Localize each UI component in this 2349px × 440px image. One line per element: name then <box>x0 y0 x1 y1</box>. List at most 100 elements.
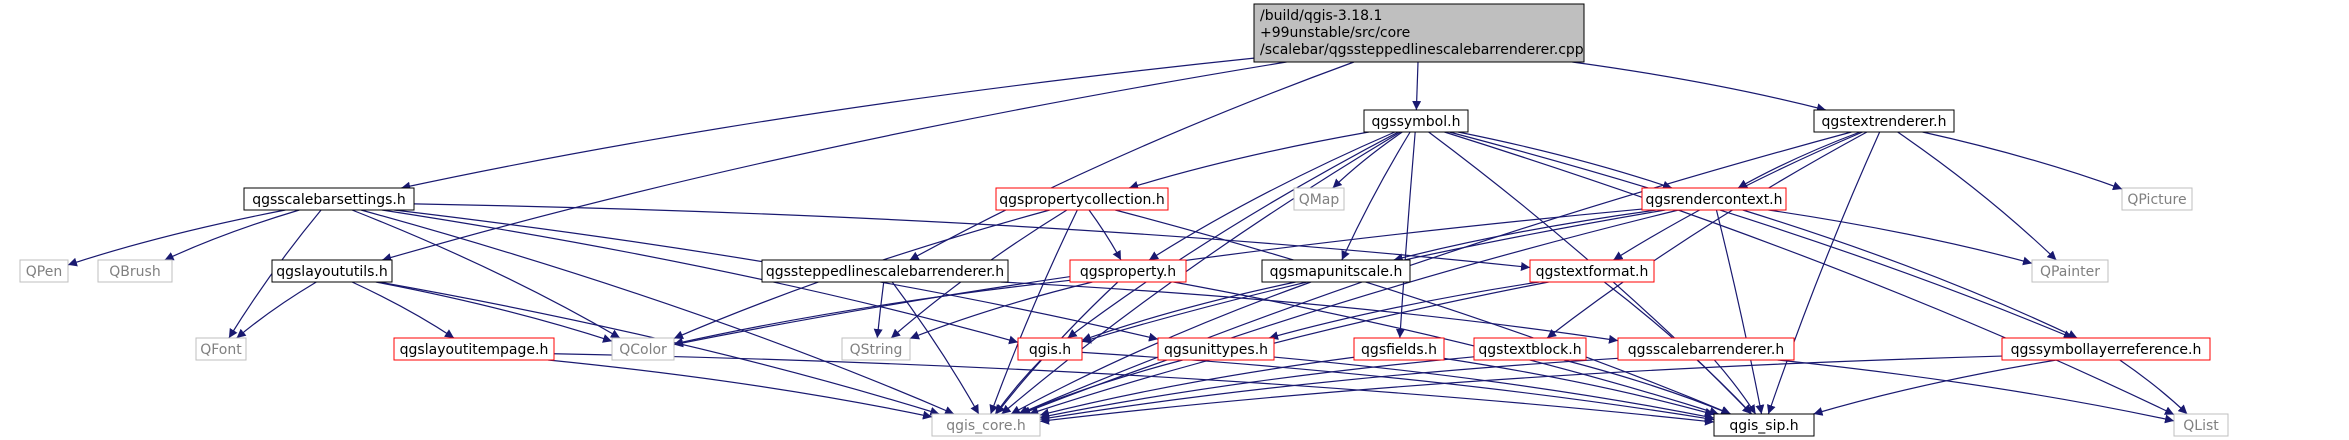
node-label-qgsrendercontext: qgsrendercontext.h <box>1645 192 1782 208</box>
edge-qgsunittypes-to-qgis_sip <box>1273 356 1715 421</box>
node-box-qgsunittypes <box>1157 337 1275 361</box>
node-qgstextformat[interactable]: qgstextformat.h <box>1529 259 1655 283</box>
edge-qgspropertycollection-to-qgis_sip <box>1115 209 1732 415</box>
edge-qgsrendercontext-to-qgssymbollayerreference <box>1742 209 2078 339</box>
node-label-qgsproperty: qgsproperty.h <box>1080 264 1176 280</box>
edge-qgssymbol-to-qgsfields <box>1395 131 1416 339</box>
node-qmap[interactable]: QMap <box>1293 187 1345 211</box>
node-qgstextrenderer[interactable]: qgstextrenderer.h <box>1813 109 1955 133</box>
node-qgis_sip[interactable]: qgis_sip.h <box>1713 413 1815 437</box>
edge-qgis-to-qgis_core <box>994 359 1042 415</box>
edge-root-to-qgsscalebarsettings <box>401 57 1255 191</box>
edge-qgsscalebarsettings-to-qgstextformat <box>413 203 1531 271</box>
node-qgssymbollayerreference[interactable]: qgssymbollayerreference.h <box>2001 337 2211 361</box>
node-qgslayoutitempage[interactable]: qgslayoutitempage.h <box>393 337 555 361</box>
edge-qgsfields-to-qgis_core <box>1039 356 1355 418</box>
edge-qgsscalebarsettings-to-qcolor <box>351 209 621 339</box>
node-qgsmapunitscale[interactable]: qgsmapunitscale.h <box>1261 259 1411 283</box>
edge-qgssymbol-to-qgsproperty <box>1148 131 1396 261</box>
node-label-qgsmapunitscale: qgsmapunitscale.h <box>1270 264 1403 280</box>
edge-qgstextblock-to-qgis_core <box>1039 356 1475 421</box>
node-label-line-0: /build/qgis-3.18.1 <box>1260 8 1382 24</box>
edge-root-to-qgstextrenderer <box>1572 61 1827 113</box>
node-qpainter[interactable]: QPainter <box>2031 259 2109 283</box>
node-label-qgslayoutitempage: qgslayoutitempage.h <box>400 342 549 358</box>
nodes-layer: /build/qgis-3.18.1+99unstable/src/core/s… <box>19 3 2229 437</box>
node-label-qfont: QFont <box>200 342 242 358</box>
edge-qgsrendercontext-to-qpainter <box>1768 209 2033 266</box>
edge-qgssteppedlinescalebarrenderer-to-qgsscalebarrenderer <box>1000 281 1619 344</box>
node-label-qgsscalebarrenderer: qgsscalebarrenderer.h <box>1628 342 1784 358</box>
node-box-qgsscalebarrenderer <box>1617 337 1795 361</box>
node-label-qgsscalebarsettings: qgsscalebarsettings.h <box>252 192 406 208</box>
node-qgsfields[interactable]: qgsfields.h <box>1353 337 1445 361</box>
node-qgsproperty[interactable]: qgsproperty.h <box>1069 259 1187 283</box>
edge-qgslayoututils-to-qfont <box>236 281 317 339</box>
node-qgis_core[interactable]: qgis_core.h <box>931 413 1041 437</box>
node-qlist[interactable]: QList <box>2173 413 2229 437</box>
edge-qgsproperty-to-qgis_sip <box>1173 281 1719 416</box>
node-label-qgssymbol: qgssymbol.h <box>1372 114 1461 130</box>
node-box-qgstextrenderer <box>1813 109 1955 133</box>
node-qgsunittypes[interactable]: qgsunittypes.h <box>1157 337 1275 361</box>
edge-qgsfields-to-qgis_sip <box>1443 357 1715 417</box>
node-qgssteppedlinescalebarrenderer[interactable]: qgssteppedlinescalebarrenderer.h <box>761 259 1009 283</box>
edge-qgssymbollayerreference-to-qgis_core <box>1039 355 2003 425</box>
node-label-line-1: +99unstable/src/core <box>1260 25 1410 41</box>
node-qgspropertycollection[interactable]: qgspropertycollection.h <box>995 187 1169 211</box>
node-label-qpen: QPen <box>26 264 62 280</box>
node-qgssymbol[interactable]: qgssymbol.h <box>1363 109 1469 133</box>
node-box-qgsfields <box>1353 337 1445 361</box>
node-qgsscalebarsettings[interactable]: qgsscalebarsettings.h <box>243 187 415 211</box>
edge-root-to-qgslayoututils <box>382 61 1287 262</box>
node-box-qgslayoututils <box>271 259 393 283</box>
node-label-qbrush: QBrush <box>109 264 160 280</box>
node-qbrush[interactable]: QBrush <box>97 259 173 283</box>
node-box-qgssymbollayerreference <box>2001 337 2211 361</box>
edge-qgssymbol-to-qmap <box>1332 131 1403 189</box>
node-box-qpen <box>19 259 69 283</box>
edge-qgsscalebarsettings-to-qbrush <box>164 209 300 261</box>
node-qfont[interactable]: QFont <box>195 337 247 361</box>
node-box-qgspropertycollection <box>995 187 1169 211</box>
edge-qgis-to-qgis_sip <box>1081 351 1715 423</box>
node-box-qcolor <box>611 337 675 361</box>
node-qgsscalebarrenderer[interactable]: qgsscalebarrenderer.h <box>1617 337 1795 361</box>
node-box-qgstextblock <box>1473 337 1587 361</box>
node-qgstextblock[interactable]: qgstextblock.h <box>1473 337 1587 361</box>
edge-qgslayoututils-to-qgslayoutitempage <box>351 281 455 339</box>
node-box-qbrush <box>97 259 173 283</box>
edge-qgsscalebarrenderer-to-qlist <box>1777 359 2175 424</box>
node-qgis[interactable]: qgis.h <box>1017 337 1083 361</box>
edge-qgstextblock-to-qgis_sip <box>1563 359 1731 415</box>
node-qpen[interactable]: QPen <box>19 259 69 283</box>
node-label-qlist: QList <box>2183 418 2219 434</box>
node-label-qgis_core: qgis_core.h <box>946 418 1026 434</box>
node-qgsrendercontext[interactable]: qgsrendercontext.h <box>1641 187 1787 211</box>
node-box-qfont <box>195 337 247 361</box>
edge-qgssymbol-to-qgis <box>1067 131 1399 339</box>
node-box-qgsscalebarsettings <box>243 187 415 211</box>
edge-qgssymbol-to-qgssymbollayerreference <box>1449 131 2073 339</box>
node-box-qgslayoutitempage <box>393 337 555 361</box>
node-label-qmap: QMap <box>1299 192 1340 208</box>
edge-qgslayoutitempage-to-qgis_sip <box>553 353 1715 426</box>
node-box-qstring <box>841 337 911 361</box>
edge-qgslayoututils-to-qcolor <box>375 281 613 343</box>
node-box-qpainter <box>2031 259 2109 283</box>
node-qgslayoututils[interactable]: qgslayoututils.h <box>271 259 393 283</box>
node-qcolor[interactable]: QColor <box>611 337 675 361</box>
edge-qgsrendercontext-to-qgis_core <box>1021 209 1679 415</box>
node-qstring[interactable]: QString <box>841 337 911 361</box>
edge-qgssymbol-to-qlist <box>1444 131 2175 416</box>
edge-qgsscalebarrenderer-to-qgis_core <box>1039 357 1619 423</box>
edge-qgstextformat-to-qgsunittypes <box>1268 281 1540 340</box>
node-label-qpainter: QPainter <box>2040 264 2100 280</box>
edge-root-to-qgssteppedlinescalebarrenderer <box>909 61 1355 261</box>
node-box-qgsproperty <box>1069 259 1187 283</box>
edge-qgssymbol-to-qgsmapunitscale <box>1341 131 1411 261</box>
node-box-qgis_core <box>931 413 1041 437</box>
node-qpicture[interactable]: QPicture <box>2121 187 2193 211</box>
edge-qgstextrenderer-to-qgis_sip <box>1766 131 1881 415</box>
